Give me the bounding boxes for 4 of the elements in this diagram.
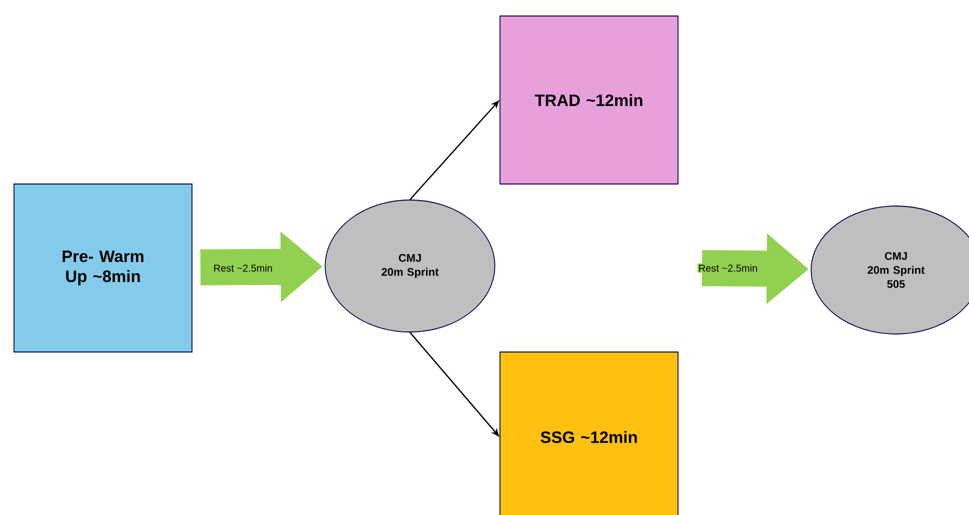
warm-up-box: Pre- Warm Up ~8min [14,184,192,352]
training-box: TRAD ~12min [500,16,678,184]
edge-label: Rest ~2.5min [697,263,759,273]
training-box: SSG ~12min [500,352,678,515]
